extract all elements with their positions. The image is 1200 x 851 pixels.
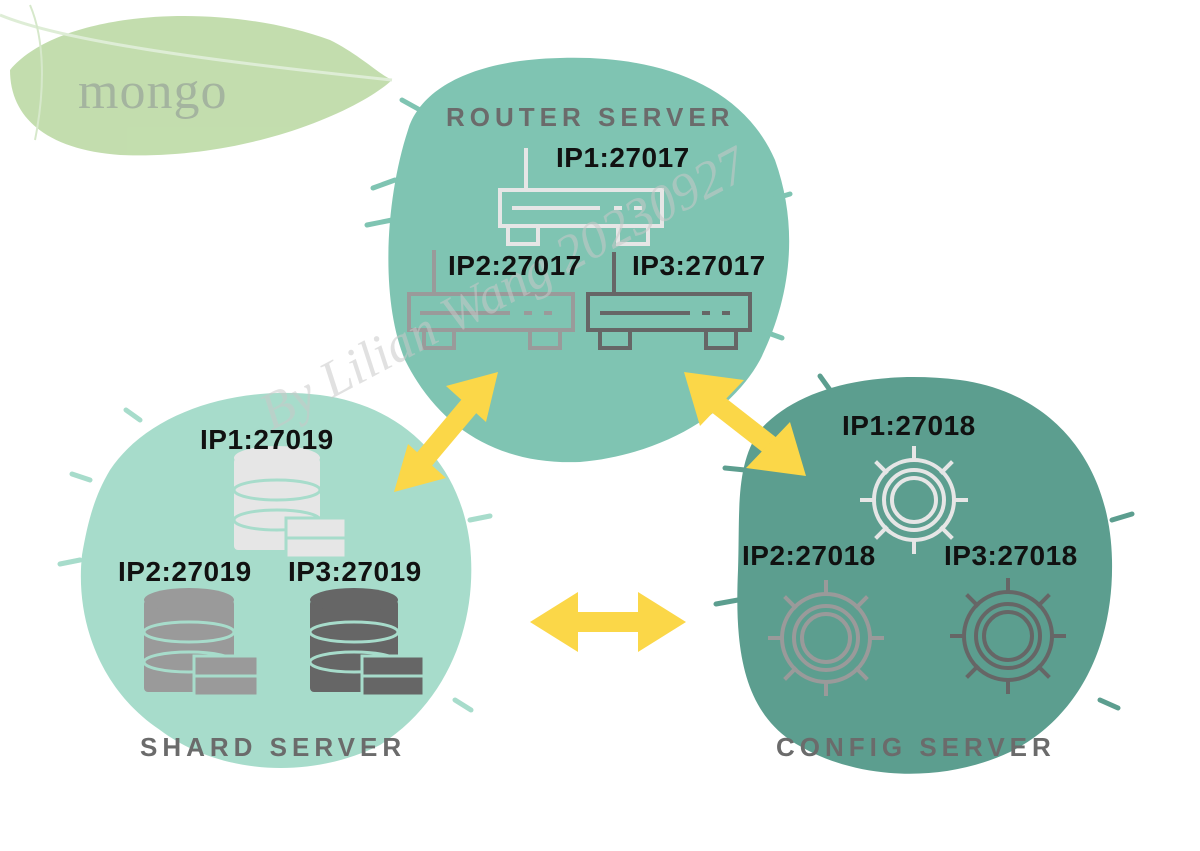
router-icon	[586, 252, 752, 350]
shard-node-3-label: IP3:27019	[288, 556, 422, 587]
config-node-2-label: IP2:27018	[742, 540, 876, 571]
database-icon	[308, 588, 426, 698]
mongo-leaf-icon	[0, 4, 393, 156]
arrow-router-config	[684, 372, 806, 476]
gear-icon	[950, 578, 1066, 694]
router-icon	[498, 148, 664, 246]
router-node-2-label: IP2:27017	[448, 250, 582, 281]
gear-icon	[768, 580, 884, 696]
router-server-blob	[364, 57, 793, 463]
router-node-3-label: IP3:27017	[632, 250, 766, 281]
arrow-router-shard	[394, 372, 498, 492]
arrow-shard-config	[530, 592, 686, 652]
shard-node-1-label: IP1:27019	[200, 424, 334, 455]
config-node-1-label: IP1:27018	[842, 410, 976, 441]
router-server-title: ROUTER SERVER	[446, 102, 735, 132]
database-icon	[142, 588, 260, 698]
config-node-3-label: IP3:27018	[944, 540, 1078, 571]
shard-node-2-label: IP2:27019	[118, 556, 252, 587]
config-server-blob	[713, 373, 1135, 774]
mongo-logo-text: mongo	[78, 63, 228, 120]
shard-server-title: SHARD SERVER	[140, 732, 407, 762]
database-icon	[232, 446, 348, 560]
router-node-1-label: IP1:27017	[556, 142, 690, 173]
router-icon	[407, 250, 575, 350]
gear-icon	[860, 446, 968, 554]
config-server-title: CONFIG SERVER	[776, 732, 1056, 762]
